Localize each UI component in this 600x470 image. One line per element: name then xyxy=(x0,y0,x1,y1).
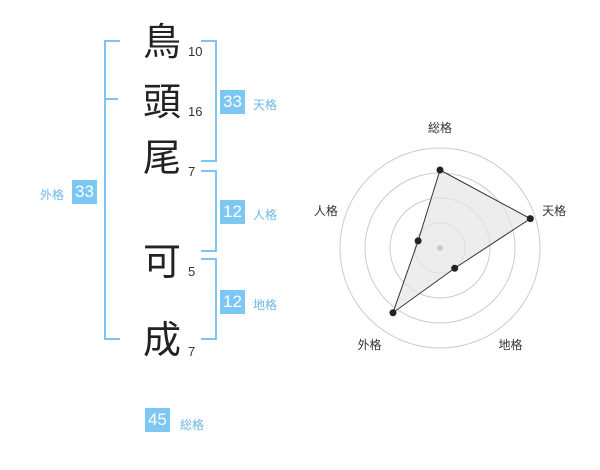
gaikaku-label: 外格 xyxy=(40,188,65,202)
stroke-count-5: 7 xyxy=(188,344,196,359)
name-char-2: 頭 xyxy=(142,80,181,124)
radar-axis-label-5: 人格 xyxy=(314,203,338,218)
radar-point-1 xyxy=(436,166,444,174)
tenkaku-label: 天格 xyxy=(253,98,278,112)
gaikaku-value: 33 xyxy=(72,180,97,204)
chikaku-value: 12 xyxy=(220,290,245,314)
soukaku-value: 45 xyxy=(145,408,170,432)
radar-points xyxy=(389,166,534,317)
radar-axis-label-4: 外格 xyxy=(357,337,381,352)
radar-axis-label-1: 総格 xyxy=(428,120,452,135)
soukaku-label: 総格 xyxy=(180,418,205,432)
stroke-count-1: 10 xyxy=(188,44,203,59)
stroke-count-2: 16 xyxy=(188,104,203,119)
chikaku-bracket xyxy=(201,258,217,340)
name-char-3: 尾 xyxy=(142,136,181,180)
radar-point-2 xyxy=(526,215,534,223)
name-char-1: 鳥 xyxy=(142,20,181,64)
jinkaku-bracket xyxy=(201,170,217,252)
tenkaku-value: 33 xyxy=(220,90,245,114)
gaikaku-bracket xyxy=(104,40,120,340)
tenkaku-bracket xyxy=(201,40,217,162)
stroke-count-4: 5 xyxy=(188,264,196,279)
radar-area xyxy=(391,169,532,315)
name-char-5: 成 xyxy=(142,318,181,362)
radar-axis-label-3: 地格 xyxy=(499,337,523,352)
radar-point-5 xyxy=(414,237,422,245)
jinkaku-label: 人格 xyxy=(253,208,278,222)
gaikaku-bracket-tick xyxy=(104,98,118,100)
radar-point-4 xyxy=(389,309,397,317)
stroke-count-3: 7 xyxy=(188,164,196,179)
jinkaku-value: 12 xyxy=(220,200,245,224)
chikaku-label: 地格 xyxy=(253,298,278,312)
radar-point-3 xyxy=(451,264,459,272)
radar-ring xyxy=(339,147,541,349)
radar-center-dot xyxy=(437,245,443,251)
radar-axis-label-2: 天格 xyxy=(542,203,566,218)
name-char-4: 可 xyxy=(142,240,181,284)
